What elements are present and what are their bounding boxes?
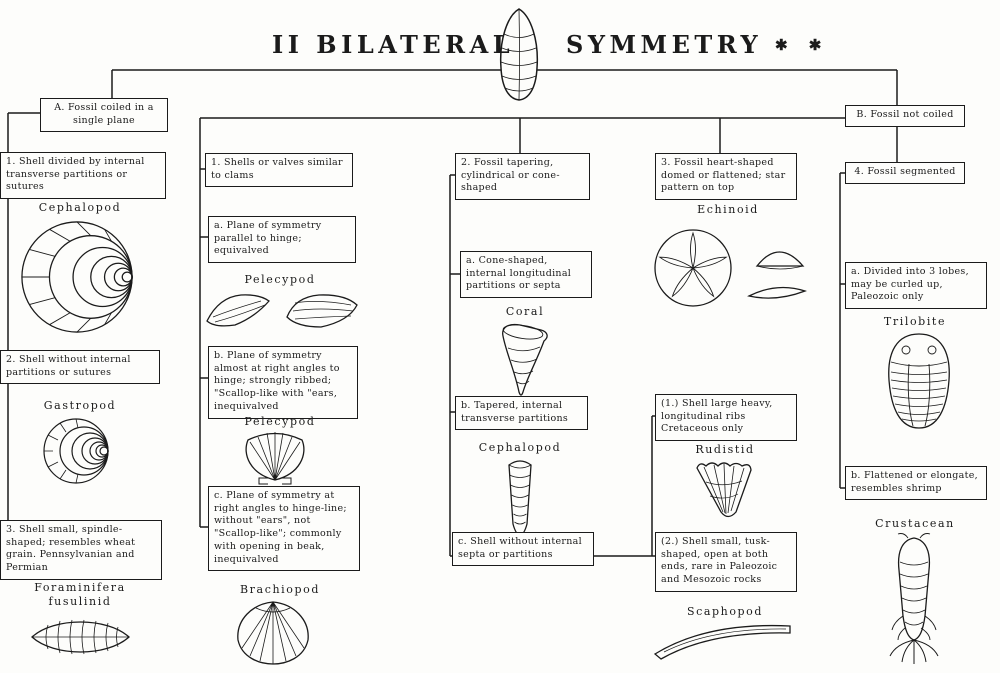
- label-cephalopod-coiled: Cephalopod: [38, 201, 122, 214]
- box-clam-valves: 1. Shells or valves similar to clams: [205, 153, 353, 188]
- box-rudistid-criteria: (1.) Shell large heavy, longitudinal rib…: [655, 394, 797, 442]
- fusulinid-illustration: [31, 619, 130, 655]
- scaphopod-illustration: [653, 624, 791, 660]
- box-shell-no-sutures: 2. Shell without internal partitions or …: [0, 350, 160, 385]
- label-trilobite: Trilobite: [883, 315, 947, 328]
- page-title-right: SYMMETRY ✱ ✱: [566, 30, 829, 59]
- label-echinoid: Echinoid: [697, 203, 759, 216]
- gastropod-shell-illustration: [43, 418, 109, 484]
- box-tapered-transverse-partitions: b. Tapered, internal transverse partitio…: [455, 396, 588, 431]
- straight-cephalopod-figure: [500, 456, 540, 538]
- pelecypod-pair-figure: [203, 289, 363, 334]
- scallop-illustration: [245, 432, 305, 485]
- box-shell-no-septa: c. Shell without internal septa or parti…: [452, 532, 594, 567]
- rudistid-figure: [692, 458, 757, 522]
- coral-figure: [496, 320, 551, 400]
- label-crustacean: Crustacean: [875, 517, 955, 530]
- box-scaphopod-criteria: (2.) Shell small, tusk-shaped, open at b…: [655, 532, 797, 592]
- label-cephalopod-straight: Cephalopod: [478, 441, 562, 454]
- bivalve-shell-illustration: [499, 8, 539, 101]
- label-coral: Coral: [505, 305, 545, 318]
- label-rudistid: Rudistid: [695, 443, 755, 456]
- fusulinid-figure: [28, 612, 133, 662]
- box-tapering-fossil: 2. Fossil tapering, cylindrical or cone-…: [455, 153, 590, 201]
- shrimp-illustration: [889, 533, 939, 664]
- ammonite-illustration: [21, 221, 133, 333]
- label-brachiopod: Brachiopod: [240, 583, 320, 596]
- coiled-cephalopod-figure: [18, 218, 136, 336]
- box-three-lobes: a. Divided into 3 lobes, may be curled u…: [845, 262, 987, 310]
- brachiopod-illustration: [237, 601, 309, 665]
- box-symmetry-parallel-hinge: a. Plane of symmetry parallel to hinge; …: [208, 216, 356, 264]
- brachiopod-figure: [228, 598, 318, 668]
- rudistid-illustration: [696, 462, 752, 518]
- gastropod-figure: [40, 414, 115, 489]
- echinoid-figure: [645, 220, 810, 315]
- box-segmented: 4. Fossil segmented: [845, 162, 965, 184]
- horn-coral-illustration: [502, 323, 548, 396]
- mussel-pair-illustration: [206, 294, 358, 328]
- title-stars-icon: ✱ ✱: [774, 36, 830, 54]
- box-heart-shaped: 3. Fossil heart-shaped domed or flattene…: [655, 153, 797, 201]
- echinoid-views-illustration: [654, 229, 807, 307]
- header-shell-figure: [487, 6, 551, 103]
- scallop-figure: [238, 430, 313, 488]
- label-fusulinid: Foraminifera fusulinid: [34, 581, 126, 608]
- page-title-left: II BILATERAL: [272, 30, 515, 59]
- scaphopod-figure: [652, 620, 797, 660]
- label-pelecypod-a: Pelecypod: [244, 273, 316, 286]
- crustacean-figure: [874, 532, 954, 668]
- label-pelecypod-b: Pelecypod: [244, 415, 316, 428]
- box-resembles-shrimp: b. Flattened or elongate, resembles shri…: [845, 466, 987, 501]
- box-symmetry-right-angle-beak: c. Plane of symmetry at right angles to …: [208, 486, 360, 572]
- orthocone-illustration: [508, 460, 532, 536]
- label-gastropod: Gastropod: [43, 399, 117, 412]
- box-shell-with-sutures: 1. Shell divided by internal transverse …: [0, 152, 166, 200]
- branch-b-box: B. Fossil not coiled: [845, 105, 965, 127]
- trilobite-figure: [882, 330, 957, 432]
- page-title-word: SYMMETRY: [566, 30, 763, 59]
- box-cone-longitudinal-septa: a. Cone-shaped, internal longitudinal pa…: [460, 251, 592, 299]
- box-spindle-shell: 3. Shell small, spindle-shaped; resemble…: [0, 520, 162, 580]
- branch-a-box: A. Fossil coiled in a single plane: [40, 98, 168, 133]
- label-scaphopod: Scaphopod: [686, 605, 764, 618]
- trilobite-illustration: [888, 333, 950, 429]
- box-symmetry-right-angle-ribbed: b. Plane of symmetry almost at right ang…: [208, 346, 358, 419]
